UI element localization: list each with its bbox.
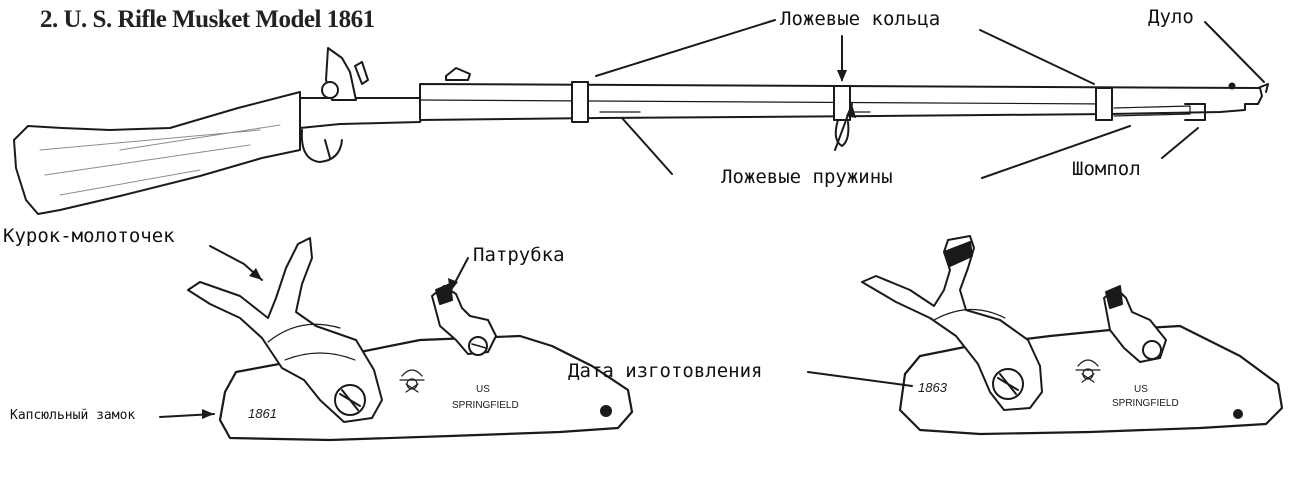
rifle-lock-plate bbox=[299, 97, 427, 129]
left-lock-maker-2: SPRINGFIELD bbox=[452, 400, 519, 411]
right-lock-maker-1: US bbox=[1134, 384, 1148, 395]
label-hammer: Курок-молоточек bbox=[3, 225, 175, 247]
rifle-band-2 bbox=[833, 85, 851, 121]
label-muzzle: Дуло bbox=[1148, 6, 1194, 28]
leader-stock-rings-3 bbox=[979, 29, 1095, 85]
rifle-stock bbox=[13, 91, 301, 215]
label-stock-rings: Ложевые кольца bbox=[780, 8, 941, 30]
leader-muzzle bbox=[1204, 21, 1265, 83]
label-stock-springs: Ложевые пружины bbox=[721, 166, 893, 188]
left-lock-maker-1: US bbox=[476, 384, 490, 395]
leader-stock-rings-1 bbox=[595, 19, 776, 77]
right-lock-maker-2: SPRINGFIELD bbox=[1112, 398, 1179, 409]
leader-springs-3 bbox=[981, 125, 1131, 179]
right-lock-year: 1863 bbox=[918, 380, 948, 395]
diagram-title: 2. U. S. Rifle Musket Model 1861 bbox=[40, 6, 375, 33]
label-manufacture-date: Дата изготовления bbox=[568, 360, 763, 382]
label-nipple: Патрубка bbox=[473, 244, 565, 266]
leader-springs-1 bbox=[621, 117, 673, 175]
label-percussion-lock: Капсюльный замок bbox=[10, 408, 136, 423]
leader-date bbox=[807, 371, 913, 387]
left-lock-drawing bbox=[187, 237, 634, 442]
rifle-band-3 bbox=[1095, 87, 1113, 121]
leader-ramrod bbox=[1161, 127, 1199, 159]
rifle-trigger-guard bbox=[300, 129, 343, 163]
rifle-band-1 bbox=[571, 81, 589, 123]
right-lock-drawing bbox=[861, 235, 1284, 436]
left-lock-year: 1861 bbox=[248, 406, 277, 421]
label-ramrod: Шомпол bbox=[1072, 158, 1141, 180]
